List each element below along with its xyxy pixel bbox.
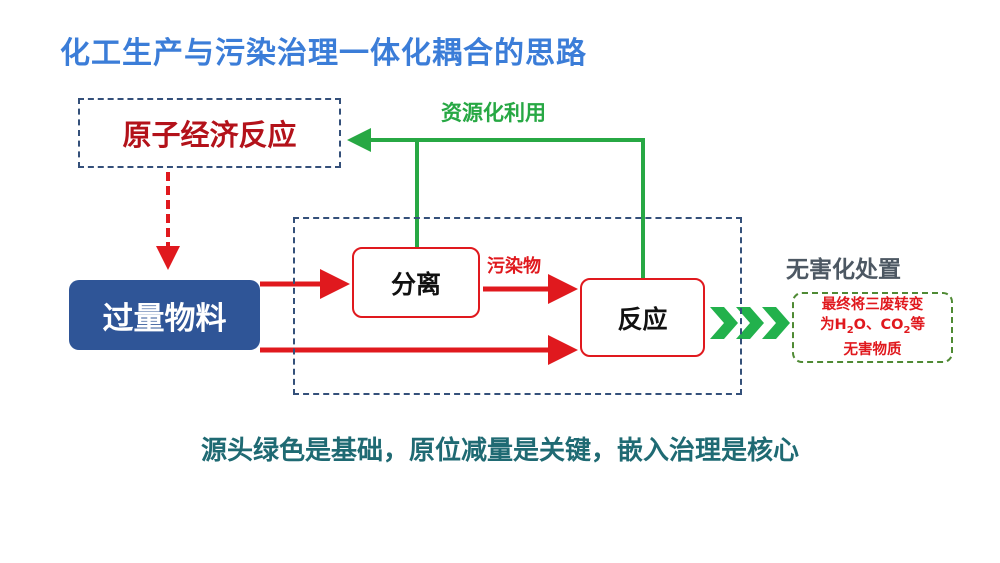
green-loop-reaction [347,128,645,278]
subscript: 2 [846,324,854,336]
text: O、CO [853,316,904,333]
process-region [293,217,742,395]
pollutant-label: 污染物 [487,256,541,277]
harmless-line-2: 为H2O、CO2等 [820,315,925,341]
harmless-line-1: 最终将三废转变 [821,296,924,313]
subscript: 2 [903,324,911,336]
text: 等 [910,316,925,333]
summary-text: 源头绿色是基础，原位减量是关键，嵌入治理是核心 [200,436,799,466]
chevron-arrows-icon [710,307,790,339]
reaction-node: 反应 [580,278,705,357]
separation-node: 分离 [352,247,480,318]
atom-economy-box: 原子经济反应 [78,98,341,168]
text: 为H [820,316,847,333]
harmless-treatment-title: 无害化处置 [786,257,901,283]
resource-reuse-label: 资源化利用 [441,101,546,125]
slide-title: 化工生产与污染治理一体化耦合的思路 [60,36,587,71]
excess-material-box: 过量物料 [69,280,260,350]
harmless-line-3: 无害物质 [843,342,902,359]
harmless-treatment-box: 最终将三废转变 为H2O、CO2等 无害物质 [792,292,953,363]
